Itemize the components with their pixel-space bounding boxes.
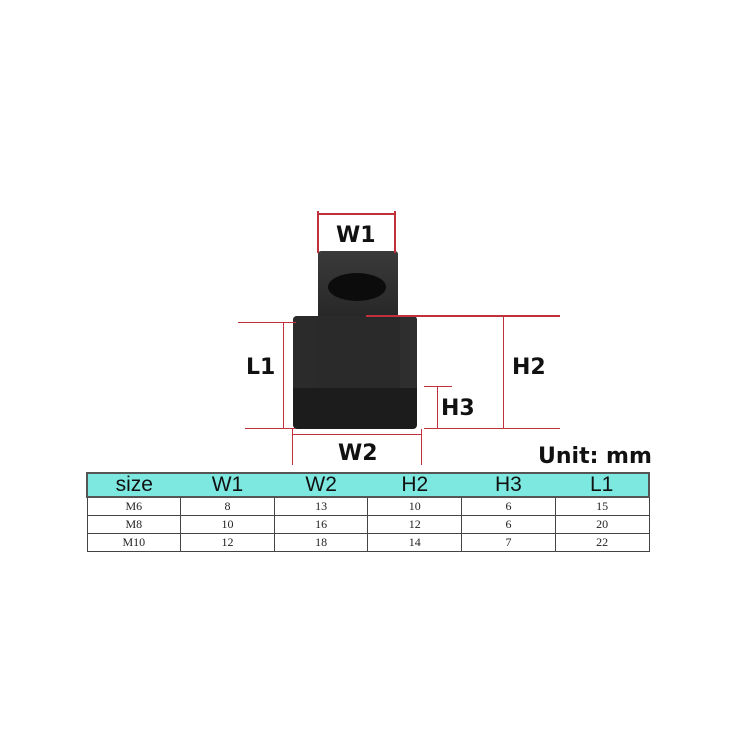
table-row: M10 12 18 14 7 22 <box>86 533 650 552</box>
cell-l1: 20 <box>554 515 650 534</box>
table-row: M6 8 13 10 6 15 <box>86 496 650 516</box>
col-header-h2: H2 <box>367 472 462 498</box>
h2-ext-bottom <box>424 428 560 429</box>
label-w2: W2 <box>338 441 378 466</box>
w2-ext-left <box>292 429 293 465</box>
cell-h2: 10 <box>367 496 463 516</box>
cell-h3: 6 <box>461 496 556 516</box>
cell-w2: 18 <box>273 533 369 552</box>
cell-size: M6 <box>86 496 182 516</box>
table-row: M8 10 16 12 6 20 <box>86 515 650 534</box>
cell-l1: 15 <box>554 496 650 516</box>
cell-w1: 10 <box>180 515 275 534</box>
h2-ext-top <box>366 315 560 317</box>
cell-w1: 8 <box>180 496 275 516</box>
label-h3: H3 <box>441 396 475 421</box>
cell-w2: 16 <box>273 515 369 534</box>
label-h2: H2 <box>512 355 546 380</box>
w1-ext-right <box>394 211 396 253</box>
col-header-l1: L1 <box>555 472 650 498</box>
h2-dim-line <box>503 316 504 429</box>
table-header-row: size W1 W2 H2 H3 L1 <box>86 472 650 498</box>
label-l1: L1 <box>246 355 276 380</box>
col-header-w1: W1 <box>180 472 275 498</box>
label-w1: W1 <box>336 223 376 248</box>
cell-h2: 14 <box>367 533 463 552</box>
cell-h3: 7 <box>461 533 556 552</box>
l1-ext-bottom <box>245 428 295 429</box>
nut-step-right <box>400 316 417 388</box>
col-header-size: size <box>86 472 181 498</box>
l1-dim-line <box>283 322 284 429</box>
h3-ext-top <box>424 386 452 387</box>
cell-l1: 22 <box>554 533 650 552</box>
w2-dim-line <box>292 434 422 435</box>
cell-size: M8 <box>86 515 182 534</box>
threaded-hole <box>328 273 386 301</box>
cell-size: M10 <box>86 533 182 552</box>
col-header-h3: H3 <box>461 472 556 498</box>
spec-table: size W1 W2 H2 H3 L1 M6 8 13 10 6 15 M8 1… <box>86 472 650 552</box>
cell-h2: 12 <box>367 515 463 534</box>
unit-label: Unit: mm <box>538 444 652 469</box>
cell-w2: 13 <box>273 496 369 516</box>
cell-w1: 12 <box>180 533 275 552</box>
w1-ext-left <box>317 211 319 253</box>
l1-ext-top <box>238 322 296 323</box>
nut-stem-face <box>316 316 400 388</box>
w1-dim-line <box>317 213 395 215</box>
col-header-w2: W2 <box>274 472 368 498</box>
nut-step-left <box>293 316 317 388</box>
h3-dim-line <box>437 386 438 428</box>
w2-ext-right <box>421 429 422 465</box>
cell-h3: 6 <box>461 515 556 534</box>
